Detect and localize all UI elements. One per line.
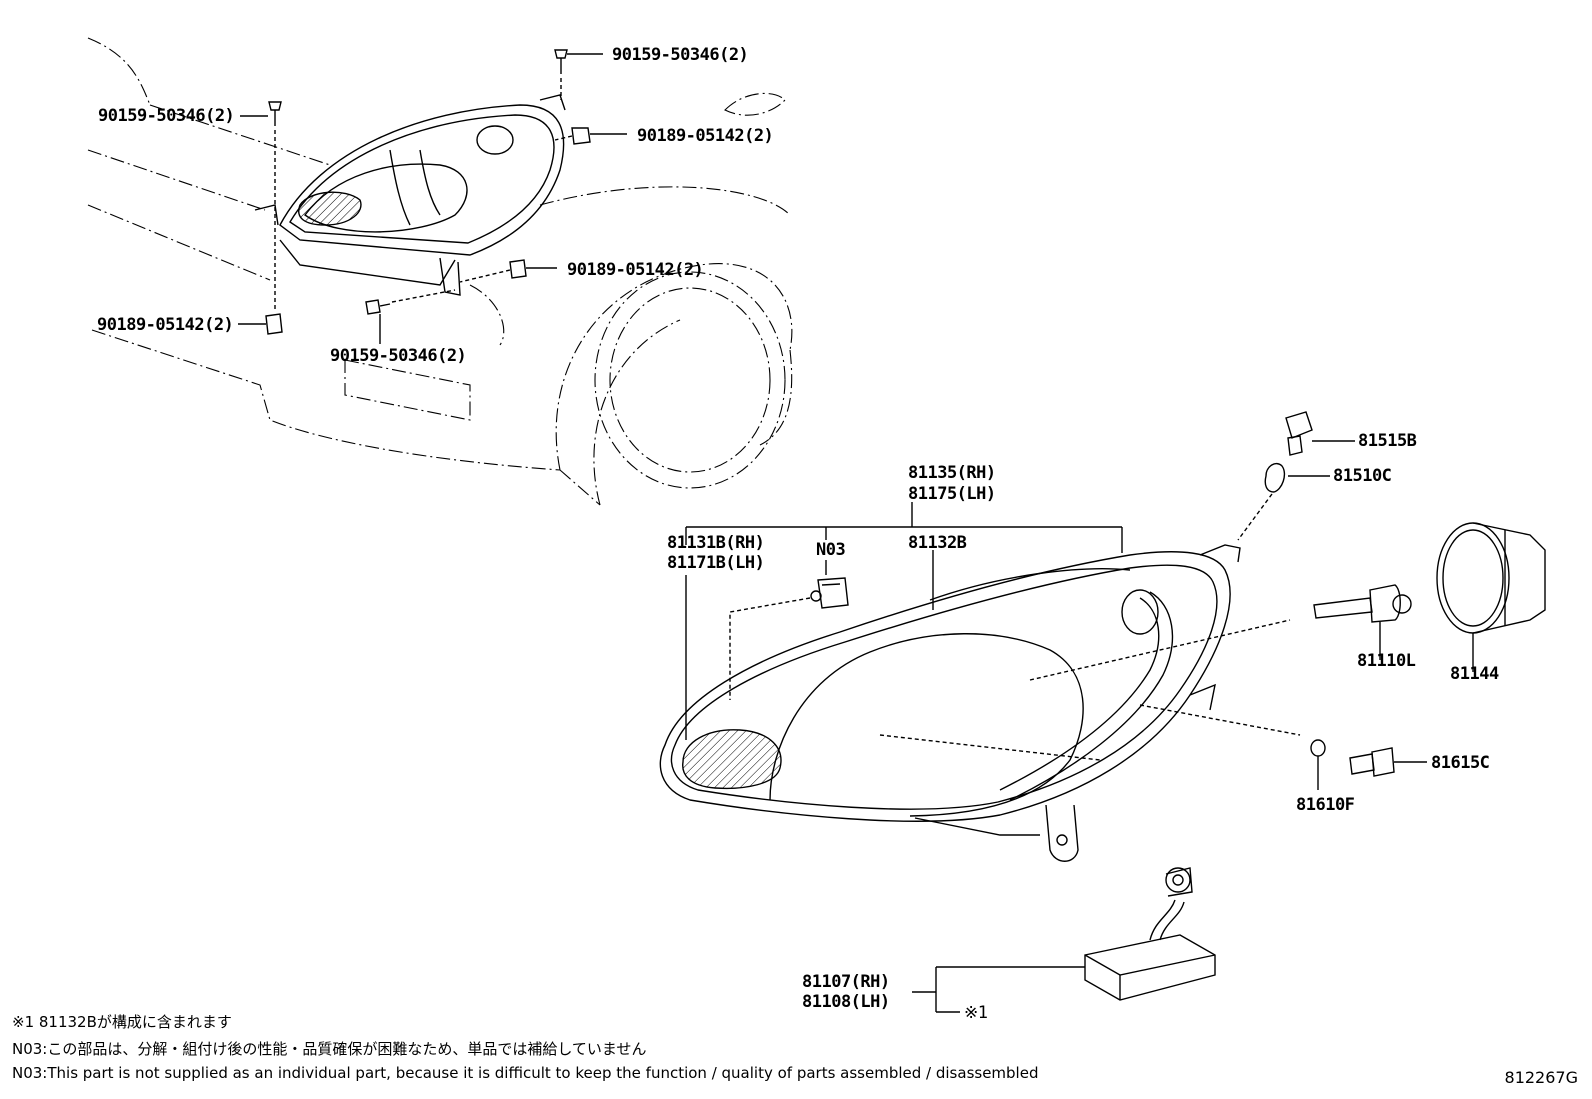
lamp-cover [1436,522,1546,672]
hid-bulb [1313,584,1412,660]
wheel-arch-outline [594,271,786,489]
diagram-code: 812267G [1504,1068,1578,1087]
note-n03-jp: N03:この部品は、分解・組付け後の性能・品質確保が困難なため、単品では補給して… [12,1040,647,1058]
note-n03-en: N03:This part is not supplied as an indi… [12,1064,1039,1082]
label-small-bulb: 81610F [1296,795,1355,815]
label-socket-top: 81515B [1358,431,1417,451]
label-small-socket: 81615C [1431,753,1490,773]
label-bolt-top: 90159-50346(2) [612,45,749,65]
label-ref-mark: ※1 [964,1003,988,1023]
label-bolt-left: 90159-50346(2) [98,106,235,126]
label-lens-lh: 81171B(LH) [667,553,765,573]
label-unit-lh: 81175(LH) [908,484,996,504]
label-ballast-lh: 81108(LH) [802,992,890,1012]
car-body-outline [87,37,793,506]
label-lens-rh: 81131B(RH) [667,533,765,553]
callout-lines-main [685,502,1123,740]
label-unit-rh: 81135(RH) [908,463,996,483]
upper-fasteners [238,49,627,344]
note-1: ※1 81132Bが構成に含まれます [12,1013,232,1031]
label-housing: 81132B [908,533,967,553]
label-bolt-bottom: 90159-50346(2) [330,346,467,366]
small-bulb-socket [1310,739,1427,790]
label-ballast-rh: 81107(RH) [802,972,890,992]
n03-part [729,577,849,700]
ballast [912,867,1216,1013]
label-cover: 81144 [1450,664,1499,684]
label-hid-bulb: 81110L [1357,651,1416,671]
label-clip-mid-right: 90189-05142(2) [567,260,704,280]
upper-headlamp [254,94,566,296]
label-bulb-wedge: 81510C [1333,466,1392,486]
top-socket-bulb [1237,411,1355,541]
label-n03: N03 [816,540,846,560]
label-clip-top-right: 90189-05142(2) [637,126,774,146]
label-clip-bottom-left: 90189-05142(2) [97,315,234,335]
headlamp-assembly [659,544,1301,862]
